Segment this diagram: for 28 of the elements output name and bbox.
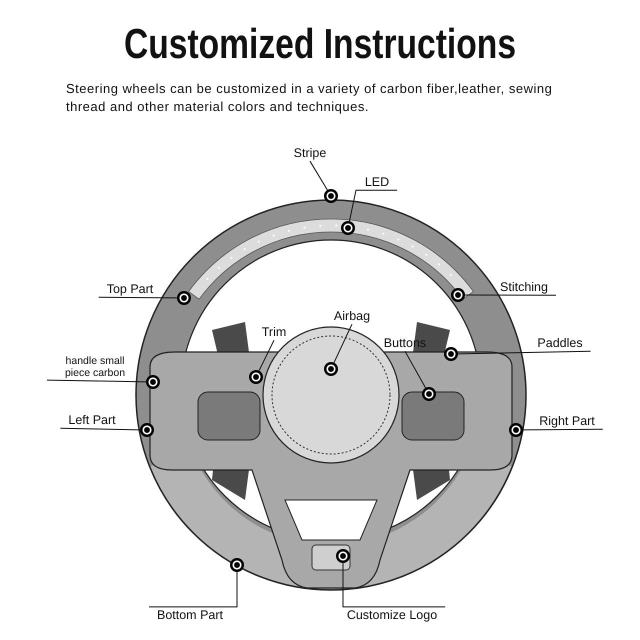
description-text: Steering wheels can be customized in a variety of carbon fiber,leather, sewing thread and other material colors and techniques.: [66, 80, 554, 116]
leader-line: [348, 190, 398, 222]
leader-line: [46, 380, 146, 382]
part-label: handle small piece carbon: [55, 354, 135, 380]
part-label: Right Part: [539, 414, 595, 428]
leader-line: [464, 294, 556, 296]
target-dot: [230, 558, 244, 572]
part-label: Bottom Part: [157, 608, 223, 622]
leader-line: [98, 296, 178, 298]
leader-line: [404, 350, 426, 388]
leader-line: [458, 350, 592, 354]
part-label: Trim: [262, 324, 286, 340]
leader-line: [60, 428, 140, 430]
part-label: Airbag: [334, 308, 370, 324]
part-label: LED: [364, 174, 390, 190]
part-label: Stripe: [294, 146, 326, 160]
part-label: Left Part: [68, 412, 116, 428]
leader-line: [333, 324, 352, 364]
leader-line: [522, 428, 604, 430]
target-dot: [324, 189, 338, 203]
part-label: Stitching: [500, 280, 548, 294]
part-label: Top Part: [106, 282, 154, 296]
leader-line: [148, 572, 238, 608]
part-label: Customize Logo: [346, 608, 438, 622]
title: Customized Instructions: [122, 20, 518, 68]
leader-line: [310, 160, 328, 190]
part-label: Paddles: [537, 336, 583, 350]
leader-line: [342, 562, 446, 608]
